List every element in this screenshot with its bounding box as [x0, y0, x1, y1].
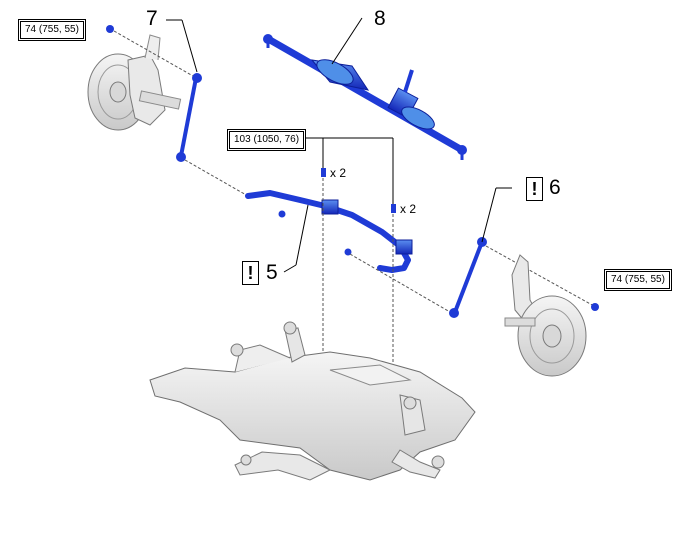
callout-link-left: 7	[146, 7, 158, 30]
torque-spec-upper-left: 74 (755, 55)	[20, 21, 84, 39]
left-knuckle-assembly	[87, 34, 182, 131]
caution-mark-link-right: !	[526, 177, 543, 201]
callout-stabilizer-bar: 5	[266, 261, 278, 284]
steering-gear-assembly	[263, 34, 467, 160]
right-knuckle-assembly	[504, 254, 587, 377]
stabilizer-link-left	[176, 73, 202, 162]
callout-link-right: 6	[549, 176, 561, 199]
torque-spec-right: 74 (755, 55)	[606, 271, 670, 289]
torque-spec-center: 103 (1050, 76)	[229, 131, 305, 149]
callout-steering-gear: 8	[374, 7, 386, 30]
suspension-crossmember	[149, 321, 476, 481]
bolt-right-bracket	[391, 204, 396, 213]
stabilizer-link-right	[449, 187, 512, 318]
caution-mark-stabilizer: !	[242, 261, 259, 285]
bolt-left-bracket	[321, 168, 326, 177]
stabilizer-bar	[245, 190, 413, 273]
nut-upper-left	[106, 25, 114, 33]
nut-right	[591, 303, 599, 311]
quantity-left-bolts: x 2	[330, 166, 347, 180]
quantity-right-bolts: x 2	[400, 202, 417, 216]
